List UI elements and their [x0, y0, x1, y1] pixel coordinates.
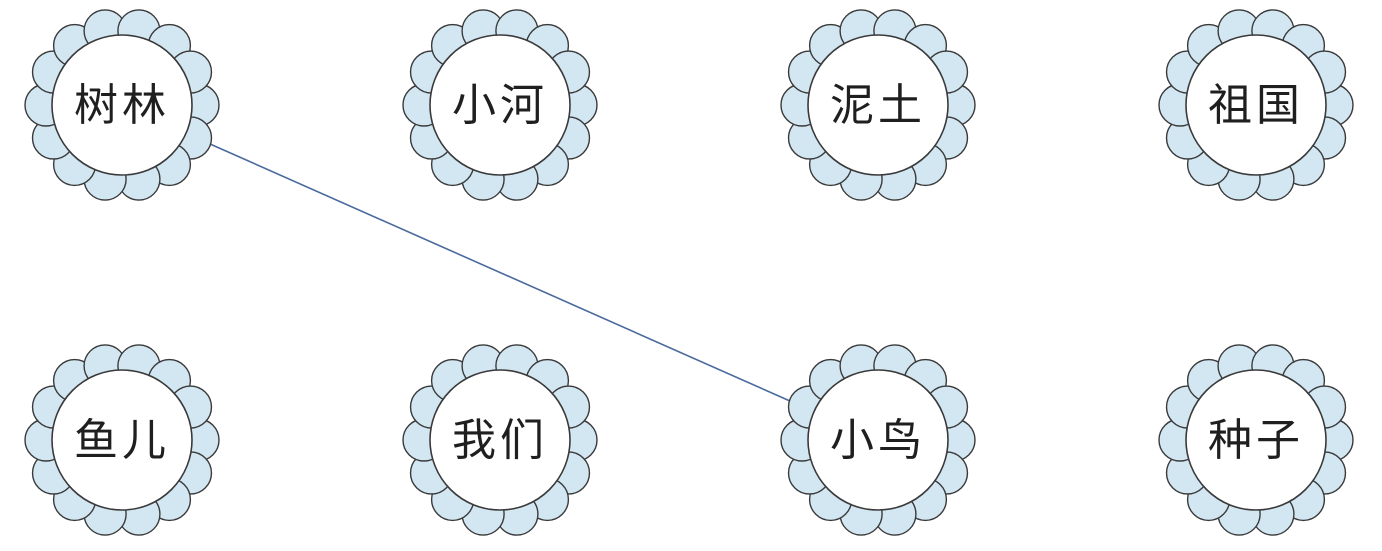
flower-center — [51, 34, 193, 176]
flower-f4[interactable]: 祖国 — [1158, 9, 1354, 201]
flower-center — [1185, 34, 1327, 176]
flower-center — [51, 369, 193, 511]
flower-word: 祖国 — [1208, 80, 1304, 131]
flower-center — [1185, 369, 1327, 511]
connections-layer — [208, 142, 792, 403]
flower-word: 我们 — [452, 415, 548, 466]
flower-f1[interactable]: 树林 — [24, 9, 220, 201]
flower-word: 小鸟 — [830, 415, 926, 466]
flower-f3[interactable]: 泥土 — [780, 9, 976, 201]
flower-center — [429, 34, 571, 176]
flower-f8[interactable]: 种子 — [1158, 344, 1354, 536]
flower-f7[interactable]: 小鸟 — [780, 344, 976, 536]
flower-center — [807, 369, 949, 511]
flower-f5[interactable]: 鱼儿 — [24, 344, 220, 536]
flower-f2[interactable]: 小河 — [402, 9, 598, 201]
flower-word: 小河 — [452, 80, 548, 131]
flower-f6[interactable]: 我们 — [402, 344, 598, 536]
flower-center — [807, 34, 949, 176]
flower-center — [429, 369, 571, 511]
connector-line — [208, 142, 792, 403]
flower-word: 种子 — [1208, 415, 1304, 466]
flower-word: 鱼儿 — [74, 415, 170, 466]
flower-word: 树林 — [74, 80, 170, 131]
flower-word: 泥土 — [830, 80, 926, 131]
